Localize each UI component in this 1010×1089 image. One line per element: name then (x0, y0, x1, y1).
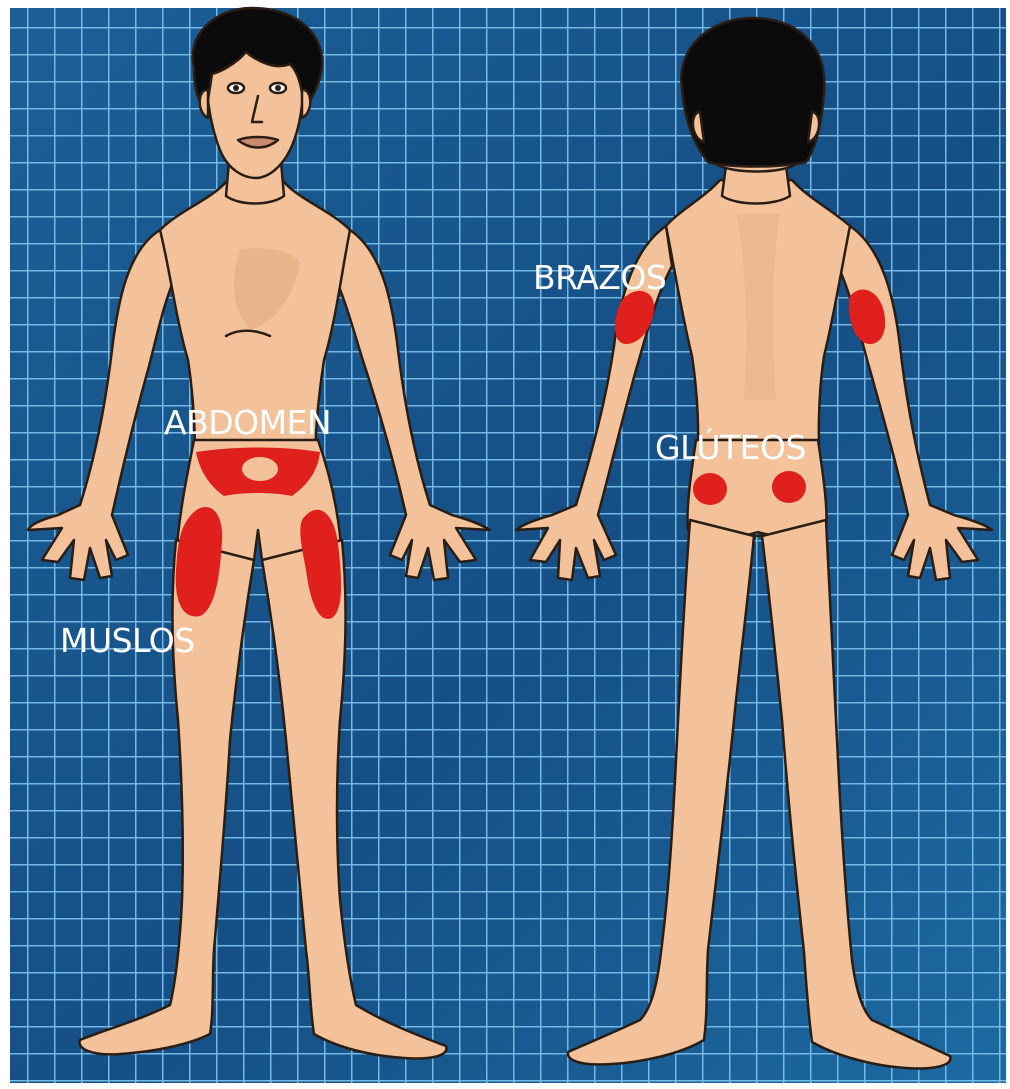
navel-spot (242, 457, 278, 481)
label-gluteos: GLÚTEOS (655, 427, 806, 467)
label-muslos: MUSLOS (60, 621, 195, 660)
front-left-pupil (233, 85, 239, 91)
label-brazos: BRAZOS (533, 258, 666, 297)
grid-lines (10, 8, 1006, 1083)
left-buttock-zone (693, 473, 727, 505)
back-hair (681, 18, 824, 167)
front-right-pupil (275, 85, 281, 91)
label-abdomen: ABDOMEN (164, 403, 331, 442)
right-buttock-zone (772, 471, 806, 503)
